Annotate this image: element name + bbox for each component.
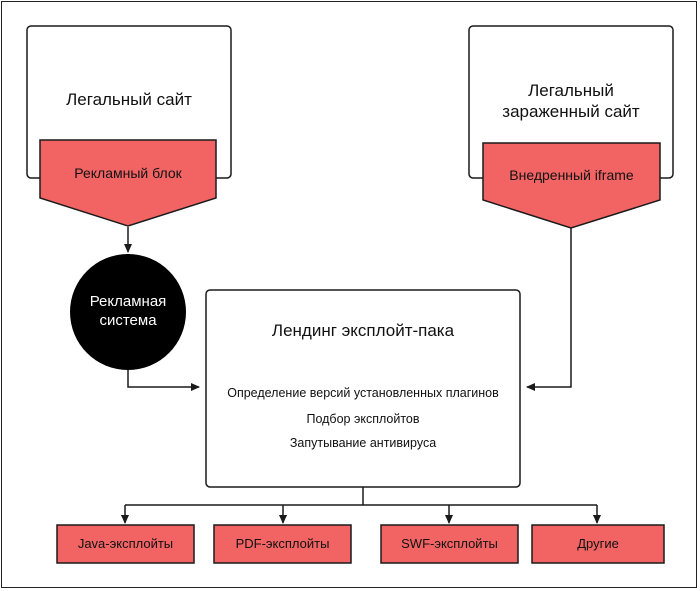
landing-title: Лендинг эксплойт-пака [271,321,455,341]
legal-site-title: Легальный сайт [66,90,192,110]
other-exploits-label: Другие [577,535,619,551]
pdf-exploits-box [213,524,352,564]
landing-step-exploit-selection: Подбор эксплойтов [306,412,420,427]
java-exploits-box [56,524,195,564]
landing-step-antivirus-evasion: Запутывание антивируса [289,436,437,451]
landing-step-plugin-detection: Определение версий установленных плагино… [227,386,499,401]
ad-block-label: Рекламный блок [74,165,182,182]
iframe-shape [482,142,661,229]
swf-exploits-box [380,524,519,564]
ad-block-shape [39,139,217,227]
pdf-exploits-label: PDF-эксплойты [235,535,330,551]
iframe-to-landing-arrow [526,228,572,391]
swf-exploits-label: SWF-эксплойты [401,535,498,551]
iframe-label: Внедренный iframe [509,167,634,184]
ad-system-label: Рекламная система [89,293,167,329]
infected-site-title: Легальный зараженный сайт [502,80,640,121]
other-exploits-box [531,524,665,564]
ad-system-to-landing-arrow [127,370,200,391]
ad-system-circle [70,254,186,370]
java-exploits-label: Java-эксплойты [77,535,174,551]
